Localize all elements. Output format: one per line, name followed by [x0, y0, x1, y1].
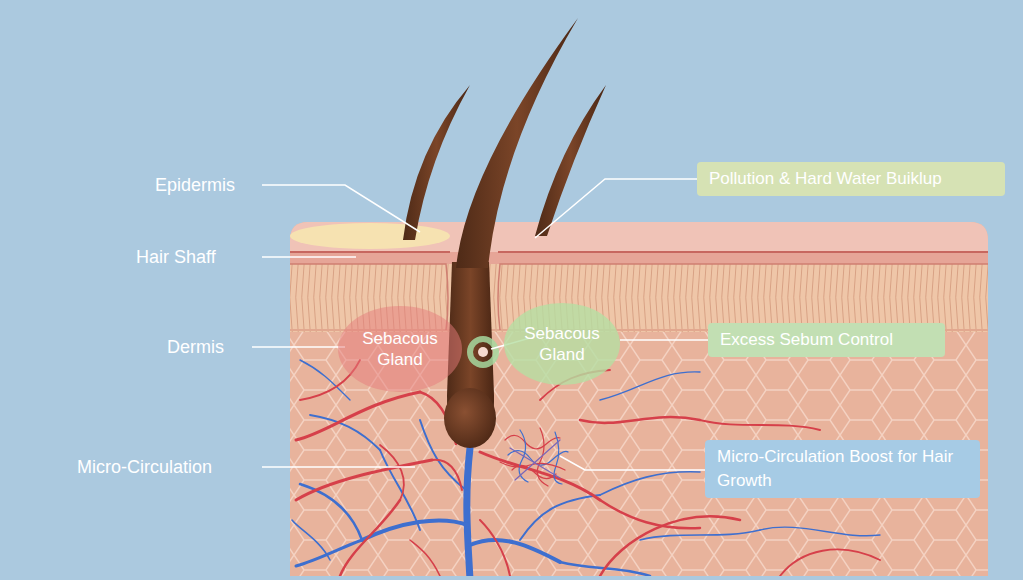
ellipse-outline — [338, 306, 462, 392]
callout-text: Pollution & Hard Water Buiklup — [709, 167, 993, 191]
hair-bulb — [444, 388, 496, 448]
blood-vessels — [410, 540, 440, 576]
hair-shaft — [403, 85, 470, 240]
blood-vessels — [300, 360, 350, 400]
leader-line — [535, 179, 697, 238]
leader-line — [252, 346, 345, 348]
blood-vessels — [640, 530, 760, 540]
callout-text: Excess Sebum Control — [720, 328, 933, 352]
blood-vessels — [480, 452, 600, 500]
part-label: Hair Shaff — [136, 245, 216, 269]
blood-vessels — [362, 520, 468, 540]
callout-box: Micro-Circulation Boost for Hair Growth — [705, 440, 980, 498]
part-label: Micro-Circulation — [77, 455, 212, 479]
capillary-tangle — [500, 462, 565, 470]
capillary-tangle — [537, 428, 548, 486]
blood-vessels — [780, 549, 880, 576]
leader-line — [560, 456, 705, 470]
gland-label: Sebacous Gland — [519, 323, 605, 365]
callout-box: Excess Sebum Control — [708, 323, 945, 357]
skin-block — [290, 222, 988, 576]
gland-label: Sebacous Gland — [357, 328, 443, 370]
skin-block — [290, 252, 988, 264]
blood-vessels — [580, 417, 700, 423]
gland-ellipse: Sebacous Gland — [338, 306, 462, 392]
part-label: Epidermis — [155, 173, 235, 197]
gland-ring — [470, 339, 496, 365]
blood-vessels — [700, 420, 820, 430]
leader-line — [262, 256, 356, 258]
connector-line — [620, 339, 708, 341]
blood-vessels — [600, 500, 700, 528]
blood-vessels — [296, 460, 432, 500]
callout-text: Micro-Circulation Boost for Hair Growth — [717, 445, 968, 493]
hair-shaft — [535, 85, 606, 236]
blood-vessels — [520, 495, 600, 540]
gland-ring — [470, 339, 496, 365]
blood-vessels — [600, 472, 700, 495]
skin-block — [290, 222, 988, 576]
capillary-tangle — [500, 428, 568, 486]
gland-ellipse: Sebacous Gland — [504, 303, 620, 385]
gland-shape — [504, 303, 620, 385]
hair-shaft — [456, 18, 578, 268]
skin-block — [290, 251, 988, 253]
skin-block — [290, 222, 988, 252]
capillary-tangle — [510, 440, 560, 480]
blood-vessels — [467, 448, 470, 576]
epidermis-highlight — [290, 223, 450, 249]
part-label: Dermis — [167, 335, 224, 359]
blood-vessels — [292, 520, 330, 560]
callout-box: Pollution & Hard Water Buiklup — [697, 162, 1005, 196]
gland-shape — [338, 306, 462, 392]
blood-vessels — [480, 520, 510, 576]
blood-vessels — [296, 540, 362, 566]
leader-line — [252, 179, 705, 470]
blood-vessels — [432, 460, 462, 490]
blood-vessels — [340, 500, 400, 576]
blood-vessels — [600, 372, 700, 400]
blood-vessels — [470, 540, 560, 562]
leader-line — [262, 466, 415, 468]
blood-vessels — [380, 445, 404, 500]
blood-vessels — [600, 516, 740, 576]
blood-vessels — [296, 392, 420, 440]
blood-vessels — [760, 527, 880, 536]
leader-line — [262, 185, 420, 232]
ellipse-outline — [504, 303, 620, 385]
gland-ring — [478, 347, 488, 357]
